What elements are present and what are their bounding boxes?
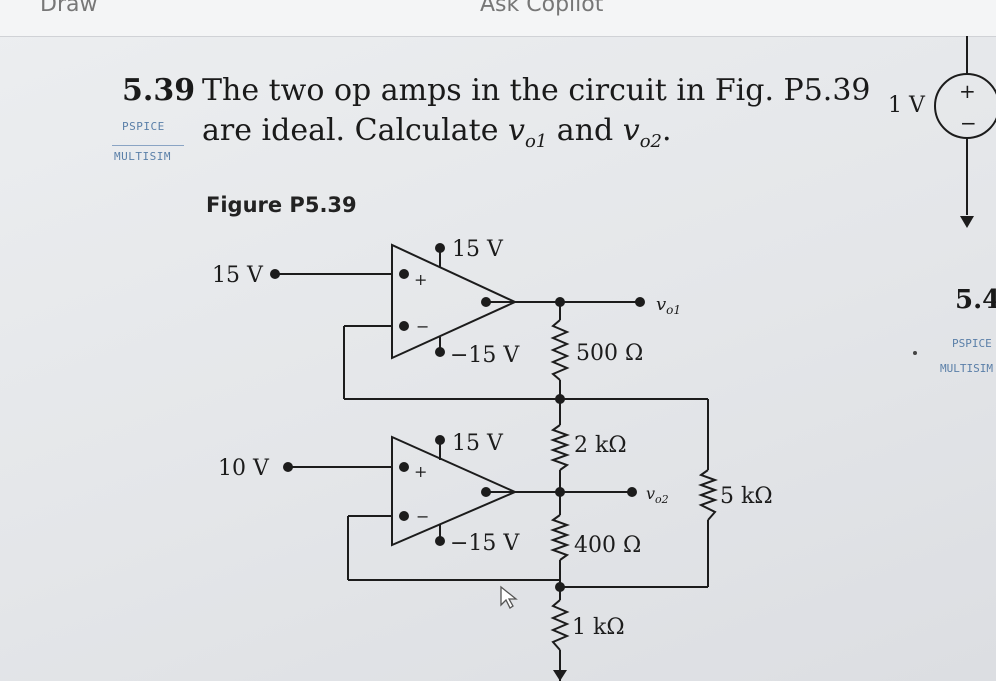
- var-vo1: vo1: [508, 113, 548, 152]
- problem-text-line-1: The two op amps in the circuit in Fig. P…: [202, 73, 871, 108]
- problem-text-prefix: are ideal. Calculate: [202, 113, 509, 148]
- label-r-400: 400 Ω: [574, 533, 641, 558]
- label-opamp2-vpos: 15 V: [452, 431, 504, 456]
- opamp-2-triangle: [391, 435, 518, 547]
- side-source-label: 1 V: [888, 93, 926, 118]
- node-vo2: [627, 487, 637, 497]
- app-toolbar: Draw Ask Copilot: [0, 0, 996, 37]
- label-r-2k: 2 kΩ: [574, 433, 627, 458]
- opamp2-plus: +: [414, 462, 427, 481]
- label-r-5k: 5 kΩ: [720, 484, 773, 509]
- problem-text-and: and: [547, 113, 623, 148]
- resistor-500: [550, 319, 570, 381]
- label-r-1k: 1 kΩ: [572, 615, 625, 640]
- label-r-500: 500 Ω: [576, 341, 643, 366]
- next-multisim-tag: MULTISIM: [940, 362, 993, 375]
- label-opamp1-vpos: 15 V: [452, 237, 504, 262]
- label-vo1: vo1: [656, 294, 681, 317]
- resistor-2k: [550, 424, 570, 471]
- mouse-cursor-icon: [500, 585, 518, 609]
- label-input-15v: 15 V: [212, 263, 264, 288]
- var-vo2: vo2: [622, 113, 662, 152]
- node-input-15v: [270, 269, 280, 279]
- opamp-1-triangle: [391, 243, 518, 360]
- problem-number: 5.39: [122, 73, 196, 108]
- opamp1-minus: −: [416, 317, 429, 336]
- draw-tab[interactable]: Draw: [40, 0, 98, 17]
- ask-copilot-button[interactable]: Ask Copilot: [480, 0, 604, 17]
- side-arrow: [960, 216, 974, 228]
- node-vo1: [635, 297, 645, 307]
- figure-caption: Figure P5.39: [206, 193, 357, 217]
- side-source-plus: +: [959, 79, 976, 103]
- resistor-5k: [698, 469, 718, 521]
- problem-text-line-2: are ideal. Calculate vo1 and vo2.: [202, 113, 672, 152]
- label-opamp2-vneg: −15 V: [450, 531, 520, 556]
- next-pspice-tag: PSPICE: [952, 337, 992, 350]
- label-vo2: vo2: [646, 484, 669, 506]
- pspice-tag: PSPICE: [122, 120, 165, 133]
- side-source-minus: −: [960, 111, 977, 135]
- resistor-400: [550, 514, 570, 561]
- next-problem-number: 5.4: [955, 285, 996, 315]
- node-input-10v: [283, 462, 293, 472]
- opamp1-plus: +: [414, 270, 427, 289]
- multisim-tag: MULTISIM: [114, 150, 171, 163]
- problem-text-suffix: .: [662, 113, 672, 148]
- tag-divider: [112, 145, 184, 146]
- label-input-10v: 10 V: [218, 456, 270, 481]
- label-opamp1-vneg: −15 V: [450, 343, 520, 368]
- resistor-1k: [550, 599, 570, 651]
- opamp2-minus: −: [416, 507, 429, 526]
